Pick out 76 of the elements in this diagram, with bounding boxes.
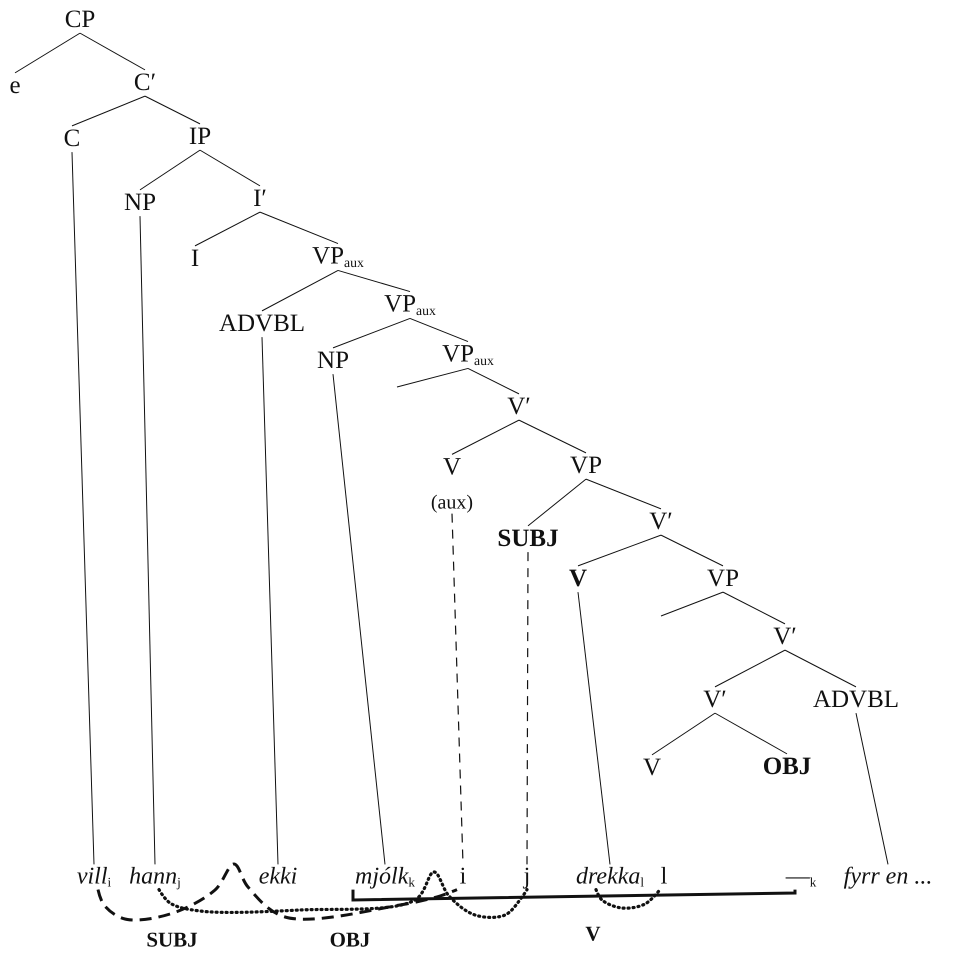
tree-node-label: ADVBL (218, 310, 306, 338)
tree-branch (72, 96, 146, 126)
tree-branch (262, 270, 338, 312)
tree-branch (144, 96, 200, 124)
tree-branch (338, 270, 410, 292)
tree-branch (714, 650, 786, 688)
tree-branch (468, 368, 520, 394)
tree-branch (396, 368, 468, 388)
tree-node-label: C (64, 126, 80, 152)
sentence-word: vill$_{i}$ (76, 864, 112, 890)
sentence-word: j (524, 864, 530, 890)
tree-node-label: V (568, 566, 588, 592)
tree-branch (332, 374, 386, 865)
tree-branch (526, 552, 529, 864)
tree-branch (14, 32, 80, 74)
movement-path (352, 889, 796, 902)
tree-branch (262, 336, 278, 865)
feature-note: (aux) (430, 492, 474, 514)
tree-branch (722, 592, 786, 624)
tree-node-label: I (190, 246, 200, 272)
tree-node-label: NP (124, 190, 156, 216)
tree-node-label: V′ (703, 686, 727, 714)
tree-branch (410, 318, 468, 342)
tree-branch (856, 712, 888, 865)
tree-node-label: SUBJ (497, 526, 559, 552)
tree-branch (528, 478, 586, 526)
tree-node-label: VP (707, 566, 739, 592)
tree-branch (140, 150, 200, 190)
movement-path (594, 888, 662, 910)
tree-node-label: OBJ (762, 754, 812, 780)
sentence-word: l (660, 864, 668, 890)
movement-path (157, 870, 529, 920)
sentence-word: hann$_{j}$ (129, 864, 181, 890)
tree-branch (332, 318, 410, 348)
tree-branch (200, 150, 260, 186)
sentence-word: ekki (258, 864, 298, 890)
tree-node-label: e (9, 72, 21, 100)
tree-node-label: CP (64, 6, 96, 34)
sentence-word: mjólk$_{k}$ (355, 864, 415, 890)
movement-path (96, 862, 458, 922)
tree-branch (652, 712, 716, 756)
tree-branch (714, 712, 788, 754)
tree-node-label: V (442, 454, 462, 481)
tree-node-label: VP$_{aux}$ (384, 292, 436, 318)
tree-node-label: VP$_{aux}$ (442, 342, 494, 368)
tree-node-label: V (642, 754, 662, 782)
tree-node-label: V′ (773, 624, 797, 650)
movement-label: OBJ (330, 928, 370, 952)
tree-branch (578, 592, 610, 865)
tree-branch (518, 420, 586, 454)
tree-branch (660, 534, 724, 566)
tree-node-label: IP (188, 124, 212, 150)
tree-branch (194, 212, 260, 246)
sentence-word: i (460, 864, 466, 890)
tree-branch (140, 216, 156, 865)
sentence-word: —$_{k}$ (786, 864, 816, 890)
tree-branch (586, 478, 662, 510)
tree-node-label: I′ (253, 186, 267, 212)
tree-node-label: NP (317, 348, 349, 374)
tree-branch (660, 592, 724, 616)
movement-label: V (585, 922, 601, 946)
tree-branch (578, 534, 662, 566)
tree-node-label: ADVBL (812, 686, 900, 714)
tree-node-label: C′ (134, 70, 156, 96)
tree-branch (784, 650, 856, 688)
tree-branch (72, 152, 94, 865)
tree-branch (80, 32, 146, 70)
sentence-word: drekka$_{l}$ (576, 864, 644, 890)
sentence-word: fyrr en ... (844, 864, 932, 890)
tree-node-label: VP (570, 452, 602, 480)
tree-node-label: V′ (507, 394, 531, 420)
tree-branch (452, 420, 520, 455)
tree-node-label: V′ (649, 508, 673, 536)
tree-node-label: VP$_{aux}$ (312, 244, 364, 270)
movement-label: SUBJ (146, 928, 198, 952)
tree-branch (260, 212, 338, 244)
